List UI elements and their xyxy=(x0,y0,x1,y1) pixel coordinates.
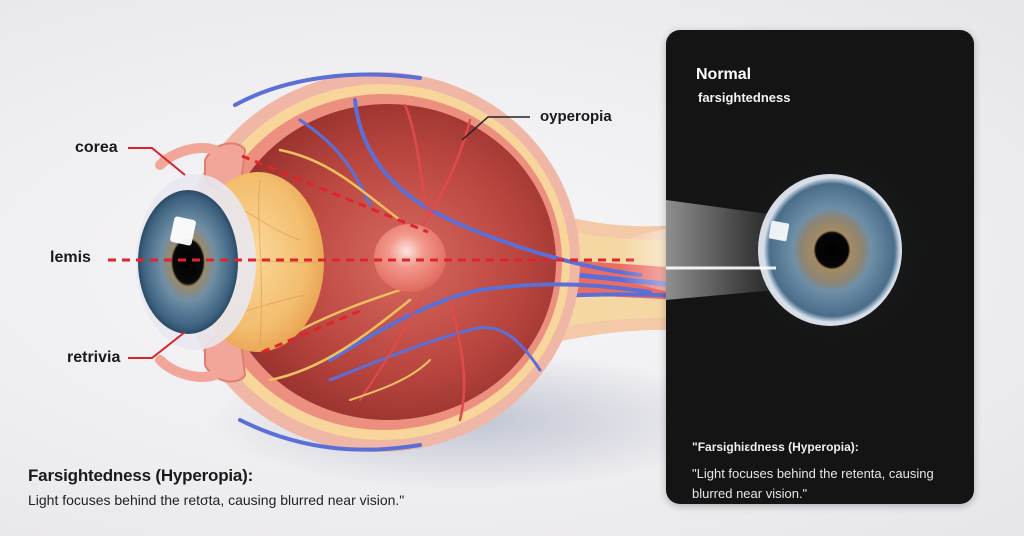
card-quote-body: "Light focuses behind the retenta, causi… xyxy=(692,466,934,501)
comparison-card: Normal farsightedness "Farsighiεdness (H… xyxy=(666,30,974,504)
label-oyperopia: oyperopia xyxy=(540,108,612,125)
label-lemis: lemis xyxy=(50,249,91,266)
label-corea: corea xyxy=(75,139,118,156)
label-retrivia: retrivia xyxy=(67,349,121,366)
light-rays xyxy=(108,154,636,354)
caption-body: Light focuses behind the retσta, causing… xyxy=(28,492,405,508)
card-title: Normal xyxy=(696,66,752,83)
leader-lines xyxy=(128,147,186,359)
diagram-caption: Farsightedness (Hyperopia): Light focuse… xyxy=(28,466,404,508)
card-subtitle: farsightedness xyxy=(698,90,791,105)
leader-line-oyperopia xyxy=(461,116,530,141)
optic-disc xyxy=(374,224,446,292)
card-quote-title: "Farsighiεdness (Hyperopia): xyxy=(692,440,859,454)
caption-title: Farsightedness (Hyperopia): xyxy=(28,466,254,485)
blood-vessels xyxy=(233,72,652,452)
cornea-front xyxy=(136,143,256,382)
card-eye-illustration xyxy=(666,140,944,360)
